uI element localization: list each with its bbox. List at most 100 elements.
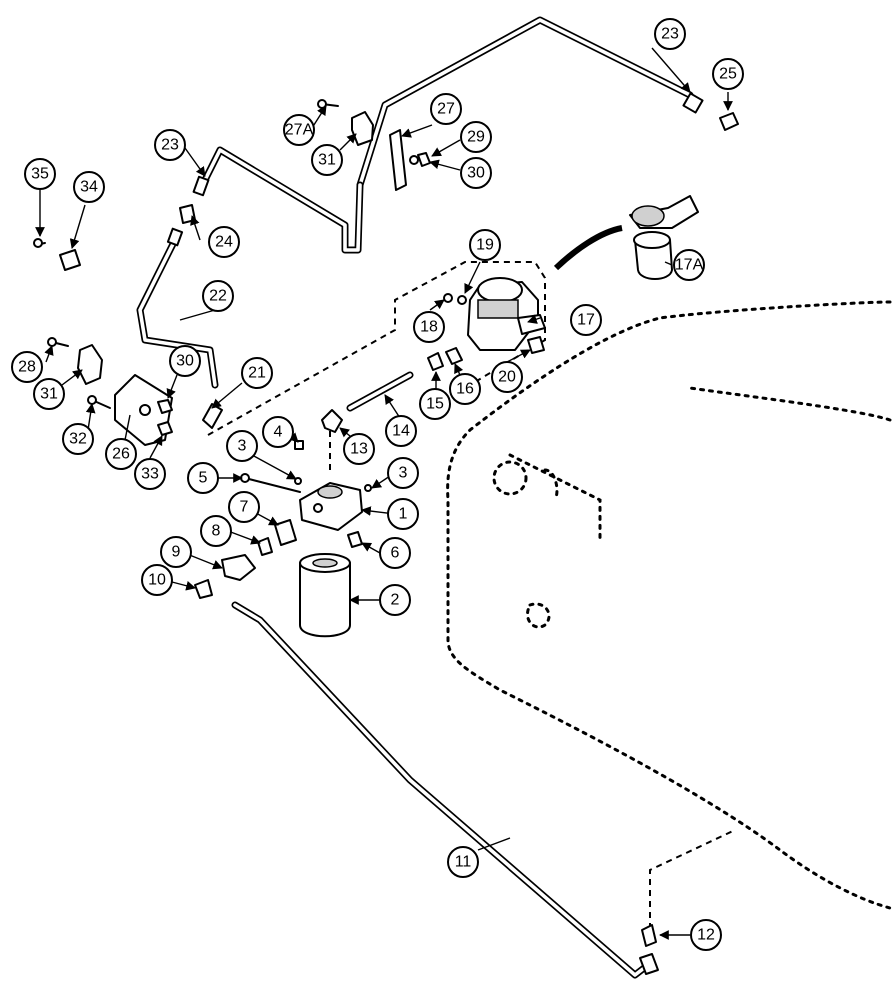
washer-18 xyxy=(443,293,453,303)
callout-17a: 17A xyxy=(673,249,705,281)
svg-text:14: 14 xyxy=(392,423,410,440)
callout-23-right: 23 xyxy=(654,18,686,50)
svg-text:27: 27 xyxy=(437,101,455,118)
elbow-13 xyxy=(321,409,343,433)
callout-22: 22 xyxy=(202,280,234,312)
svg-text:30: 30 xyxy=(467,165,485,182)
svg-text:28: 28 xyxy=(18,359,36,376)
callout-3-right: 3 xyxy=(387,457,419,489)
callout-7: 7 xyxy=(228,491,260,523)
svg-text:17: 17 xyxy=(577,312,595,329)
svg-text:17A: 17A xyxy=(675,257,704,274)
callout-24: 24 xyxy=(208,226,240,258)
callout-35: 35 xyxy=(24,158,56,190)
callout-27: 27 xyxy=(430,93,462,125)
callout-31-top: 31 xyxy=(311,144,343,176)
svg-text:26: 26 xyxy=(112,446,130,463)
svg-text:35: 35 xyxy=(31,166,49,183)
hand-primer-pump-17 xyxy=(467,277,546,351)
svg-text:16: 16 xyxy=(456,381,474,398)
callout-28: 28 xyxy=(11,351,43,383)
svg-text:13: 13 xyxy=(350,441,368,458)
bolt-35 xyxy=(33,238,46,248)
fitting-23-right xyxy=(682,92,704,114)
callout-30-top: 30 xyxy=(460,157,492,189)
callout-14: 14 xyxy=(385,415,417,447)
fuel-filter-2 xyxy=(299,553,351,638)
svg-text:12: 12 xyxy=(697,927,715,944)
fitting-12 xyxy=(641,924,657,947)
callout-30-left: 30 xyxy=(169,345,201,377)
svg-text:24: 24 xyxy=(215,234,233,251)
callout-15: 15 xyxy=(419,388,451,420)
fitting-22-end xyxy=(166,227,184,247)
svg-text:7: 7 xyxy=(240,499,249,516)
washer-19 xyxy=(457,295,467,305)
callout-33: 33 xyxy=(134,458,166,490)
callout-16: 16 xyxy=(449,373,481,405)
nut-20 xyxy=(527,336,545,354)
leader-lines xyxy=(35,47,733,940)
callout-17: 17 xyxy=(570,304,602,336)
callout-19: 19 xyxy=(469,229,501,261)
fuel-line-11 xyxy=(231,601,652,979)
svg-text:30: 30 xyxy=(176,353,194,370)
fitting-8 xyxy=(257,537,273,556)
callout-21: 21 xyxy=(241,357,273,389)
svg-text:23: 23 xyxy=(661,26,679,43)
fuel-line-23-left xyxy=(201,146,364,254)
callout-13: 13 xyxy=(343,433,375,465)
plug-3-left xyxy=(294,477,302,485)
svg-text:21: 21 xyxy=(248,365,266,382)
nut-25 xyxy=(719,112,739,131)
svg-text:15: 15 xyxy=(426,396,444,413)
callout-3-left: 3 xyxy=(226,430,258,462)
filter-head-1 xyxy=(299,482,363,531)
alternate-pump-17a xyxy=(629,195,699,280)
callout-5: 5 xyxy=(187,462,219,494)
nut-6 xyxy=(347,531,363,548)
svg-text:4: 4 xyxy=(274,424,283,441)
fitting-10 xyxy=(194,579,213,599)
fitting-21 xyxy=(202,403,223,429)
svg-text:31: 31 xyxy=(318,152,336,169)
spring-7 xyxy=(274,519,297,546)
callout-34: 34 xyxy=(73,171,105,203)
fuel-line-22 xyxy=(136,236,219,389)
callout-32: 32 xyxy=(62,423,94,455)
svg-text:3: 3 xyxy=(238,438,247,455)
callout-1: 1 xyxy=(387,498,419,530)
clip-34 xyxy=(59,249,81,271)
svg-text:33: 33 xyxy=(141,466,159,483)
fuel-line-23-right xyxy=(356,16,694,189)
fitting-16 xyxy=(445,347,463,365)
callout-2: 2 xyxy=(379,584,411,616)
svg-text:29: 29 xyxy=(467,129,485,146)
fitting-15 xyxy=(427,352,444,371)
svg-text:5: 5 xyxy=(199,470,208,487)
bolt-5 xyxy=(244,477,301,493)
fuel-tank-outline xyxy=(446,300,892,910)
replacement-arrow-17a xyxy=(553,225,623,271)
svg-text:10: 10 xyxy=(148,572,166,589)
callout-26: 26 xyxy=(105,438,137,470)
svg-text:2: 2 xyxy=(391,592,400,609)
phantom-assembly-outline xyxy=(207,261,736,940)
plug-3-right xyxy=(364,484,372,492)
svg-text:27A: 27A xyxy=(285,122,314,139)
svg-text:8: 8 xyxy=(212,523,221,540)
svg-text:19: 19 xyxy=(476,237,494,254)
callout-31-left: 31 xyxy=(33,378,65,410)
fitting-11-end xyxy=(639,953,659,975)
callout-10: 10 xyxy=(141,564,173,596)
callout-11: 11 xyxy=(447,846,479,878)
callout-25: 25 xyxy=(712,58,744,90)
bracket-group-left xyxy=(47,337,173,446)
fitting-23-left-end xyxy=(192,175,210,197)
callout-29: 29 xyxy=(460,121,492,153)
svg-text:32: 32 xyxy=(69,431,87,448)
svg-text:1: 1 xyxy=(399,506,408,523)
svg-text:23: 23 xyxy=(161,137,179,154)
svg-text:25: 25 xyxy=(719,66,737,83)
fuel-line-14 xyxy=(346,371,414,412)
